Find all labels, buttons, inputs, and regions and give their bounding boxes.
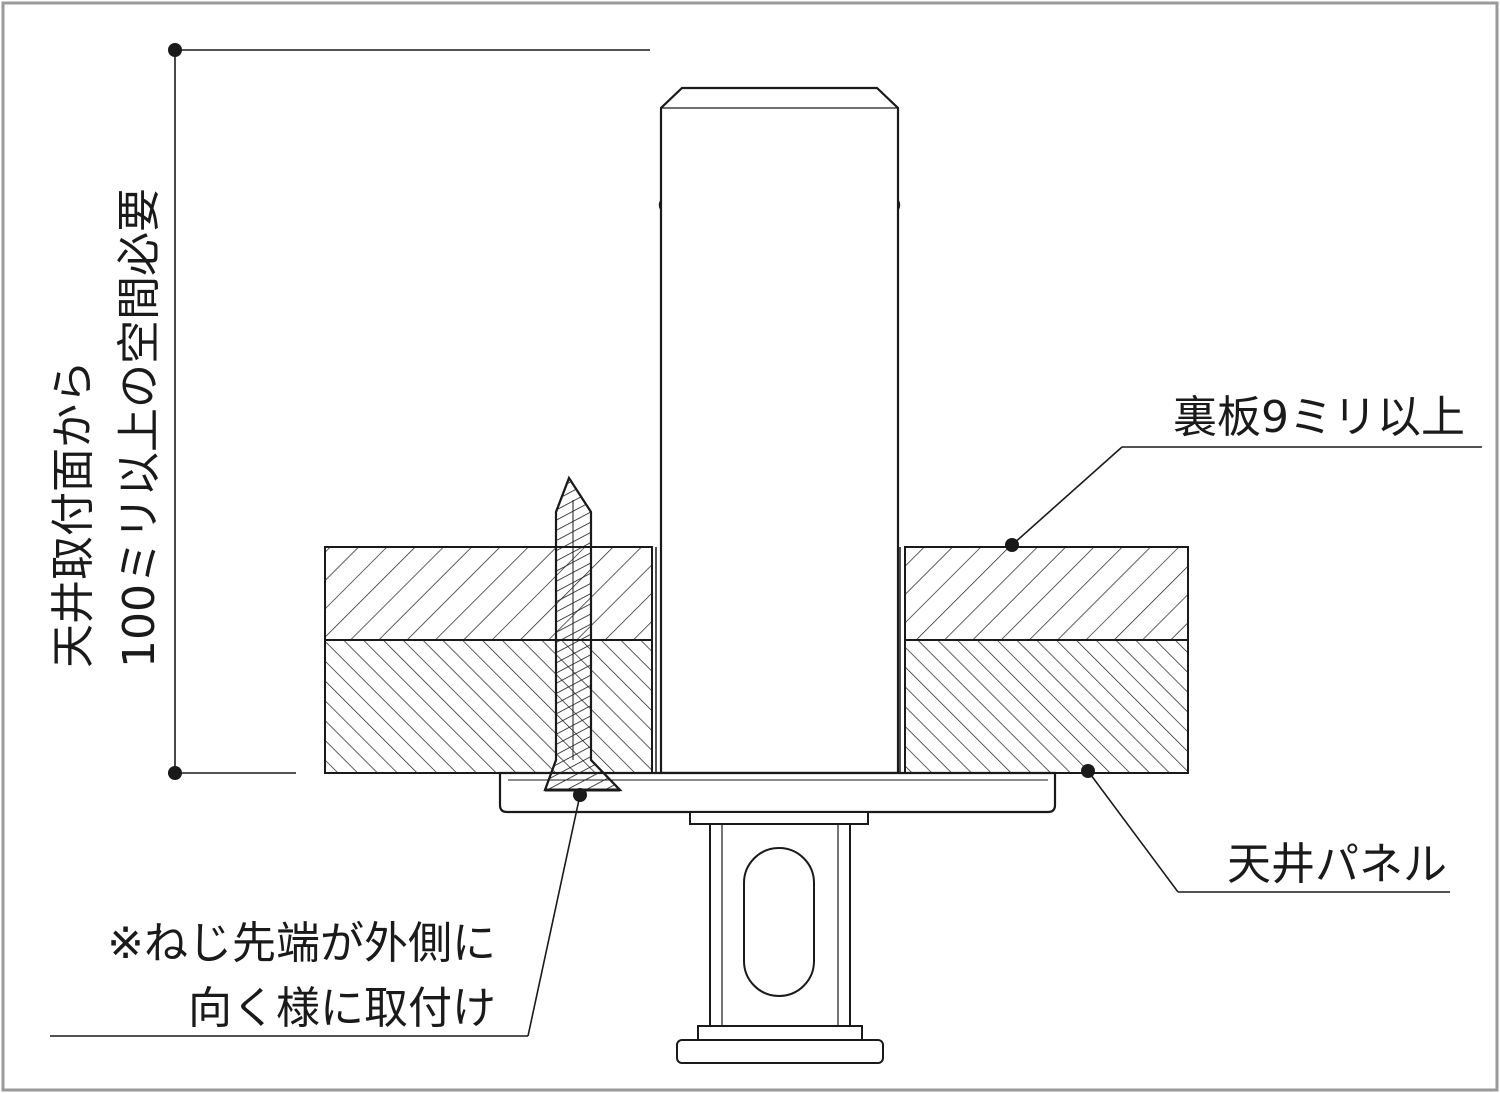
backing-board-leader	[1005, 446, 1482, 552]
clearance-label-line1: 天井取付面から	[48, 360, 99, 668]
screw-note-leader	[50, 788, 587, 1037]
ceiling-panel-right	[904, 639, 1189, 774]
backing-board-right	[904, 546, 1189, 641]
lower-fitting	[676, 811, 884, 1064]
fitting-slot	[743, 847, 815, 997]
screw-note-line1: ※ねじ先端が外側に	[107, 918, 496, 969]
clearance-dimension	[168, 43, 650, 780]
ceiling-panel-leader	[1081, 764, 1450, 893]
backing-board-left	[324, 546, 653, 641]
clearance-label-line2: 100ミリ以上の空間必要	[114, 188, 165, 668]
ceiling-panel-label: 天井パネル	[1227, 839, 1447, 890]
end-cap	[676, 1039, 884, 1064]
screw-note-line2: 向く様に取付け	[188, 983, 496, 1034]
ceiling-panel-left	[324, 639, 653, 774]
pipe-upper	[658, 86, 901, 775]
backing-board-label: 裏板9ミリ以上	[1173, 392, 1465, 443]
